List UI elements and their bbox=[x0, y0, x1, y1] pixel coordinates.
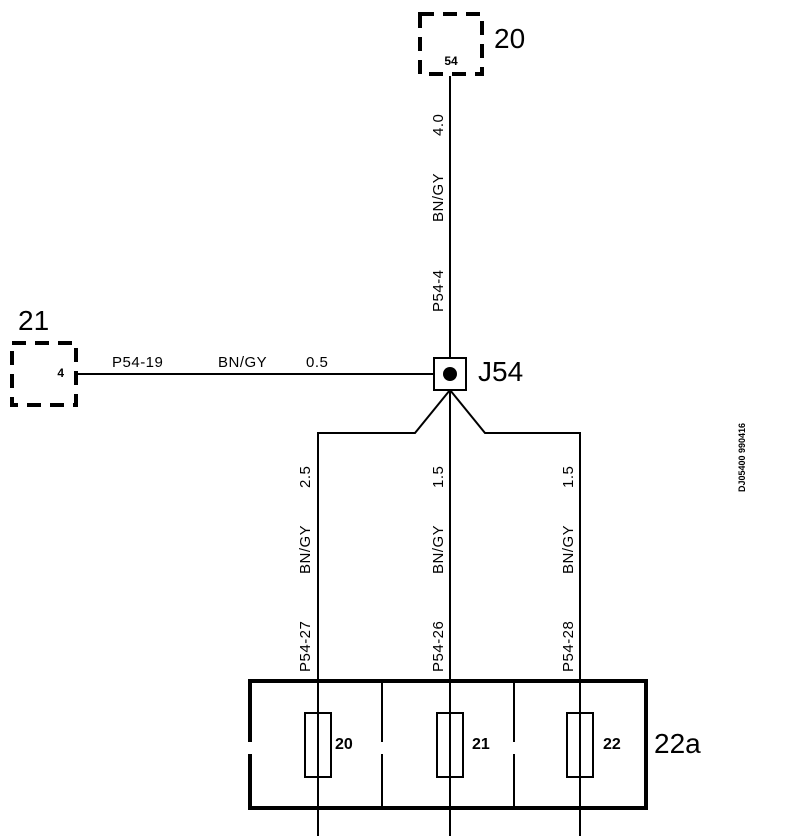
wire-top-labels: P54-4 BN/GY 4.0 bbox=[430, 114, 447, 312]
wire-left-labels: P54-19 BN/GY 0.5 bbox=[112, 354, 328, 371]
fuse-box-22a: 20 21 22 22a bbox=[247, 679, 701, 810]
wire-fuse-20-size: 2.5 bbox=[297, 466, 314, 488]
wire-top-size: 4.0 bbox=[430, 114, 447, 136]
splice-j54: J54 bbox=[433, 356, 523, 391]
wire-fuse-22-size: 1.5 bbox=[560, 466, 577, 488]
connector-20-label: 20 bbox=[494, 23, 525, 54]
splice-j54-label: J54 bbox=[478, 356, 523, 387]
wire-fuse-22-labels: P54-28 BN/GY 1.5 bbox=[560, 466, 577, 672]
wire-fuse-21-labels: P54-26 BN/GY 1.5 bbox=[430, 466, 447, 672]
wire-fuse-21-size: 1.5 bbox=[430, 466, 447, 488]
connector-21-pin: 4 bbox=[57, 366, 64, 380]
connector-21-outline bbox=[10, 341, 78, 407]
connector-20-pin: 54 bbox=[444, 54, 458, 68]
wire-top-color: BN/GY bbox=[430, 173, 447, 222]
wire-fuse-22-color: BN/GY bbox=[560, 525, 577, 574]
wire-fuse-21-color: BN/GY bbox=[430, 525, 447, 574]
connector-20: 54 20 bbox=[418, 12, 525, 76]
connector-21-label: 21 bbox=[18, 305, 49, 336]
wire-left-color: BN/GY bbox=[218, 354, 267, 371]
wires bbox=[76, 76, 581, 836]
fuse-21-number: 21 bbox=[472, 736, 490, 753]
fuse-22-number: 22 bbox=[603, 736, 621, 753]
splice-j54-dot bbox=[443, 367, 457, 381]
wire-left-circuit: P54-19 bbox=[112, 354, 163, 371]
wire-fuse-20-circuit: P54-27 bbox=[297, 621, 314, 672]
wire-fuse-20-labels: P54-27 BN/GY 2.5 bbox=[297, 466, 314, 672]
connector-20-outline bbox=[418, 12, 484, 76]
wire-fuse-21-circuit: P54-26 bbox=[430, 621, 447, 672]
fuse-20-number: 20 bbox=[335, 736, 353, 753]
drawing-reference-code: DJ05400 990416 bbox=[737, 423, 747, 492]
wire-fuse-20-color: BN/GY bbox=[297, 525, 314, 574]
fuse-box-label: 22a bbox=[654, 728, 701, 759]
wire-fuse-22 bbox=[449, 389, 581, 836]
connector-21: 4 21 bbox=[10, 305, 78, 407]
wire-fuse-20 bbox=[317, 389, 451, 836]
wire-top-circuit: P54-4 bbox=[430, 269, 447, 312]
wire-left-size: 0.5 bbox=[306, 354, 328, 371]
wire-fuse-22-circuit: P54-28 bbox=[560, 621, 577, 672]
splice-j54-box bbox=[433, 357, 467, 391]
